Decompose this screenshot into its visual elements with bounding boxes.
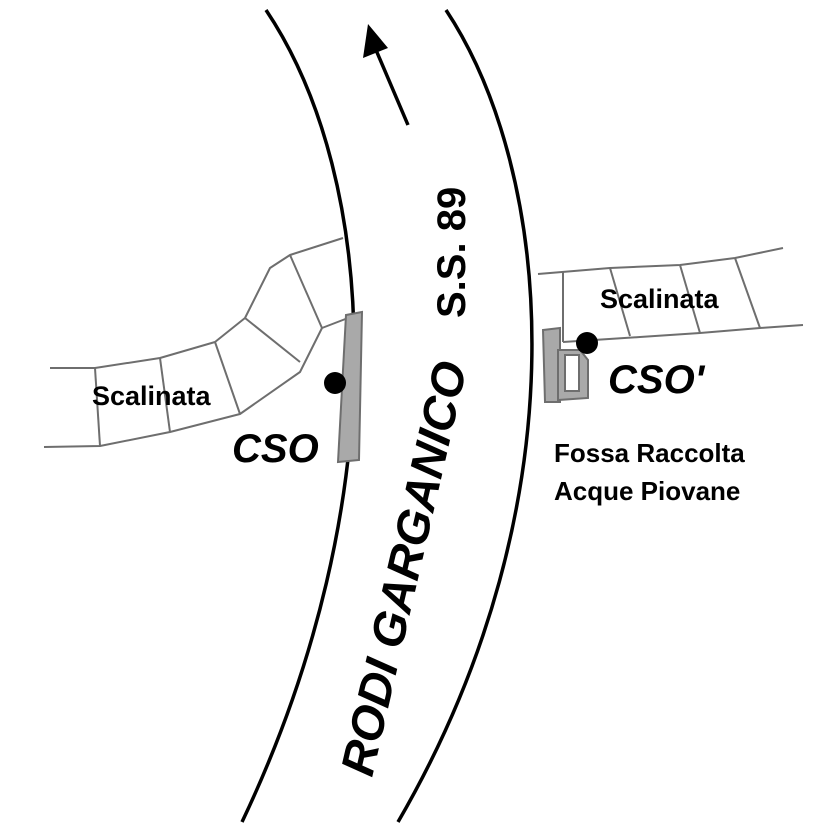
cso-right-structure	[541, 326, 589, 403]
stair-left-label: Scalinata	[92, 381, 212, 411]
road-code-label: S.S. 89	[430, 187, 474, 318]
cso-left-label: CSO	[232, 427, 319, 471]
cso-left-structure	[336, 310, 364, 464]
cso-right-label: CSO'	[608, 358, 706, 402]
cso-left-marker-icon	[324, 372, 346, 394]
road-edge-left	[240, 9, 356, 823]
stair-right-label: Scalinata	[600, 284, 720, 314]
basin-label-line1: Fossa Raccolta	[554, 438, 745, 468]
stair-right	[537, 247, 804, 343]
road-edge-right	[396, 9, 534, 823]
north-arrow-icon	[363, 24, 410, 126]
cso-right-marker-icon	[576, 332, 598, 354]
basin-label-line2: Acque Piovane	[554, 476, 740, 506]
stair-left	[43, 237, 349, 448]
